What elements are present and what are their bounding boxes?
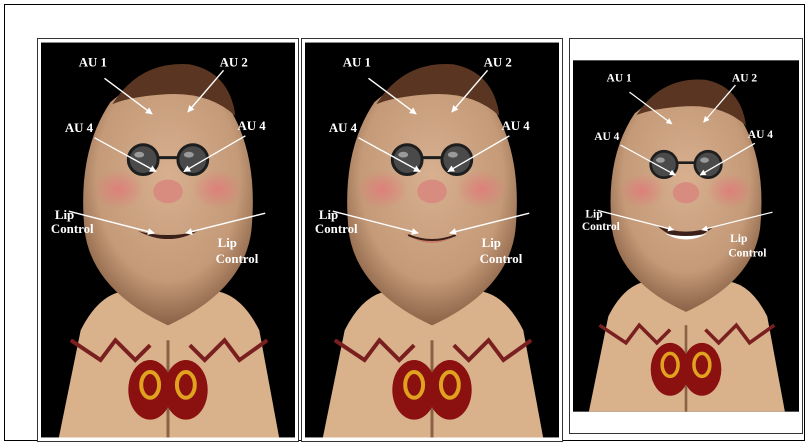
cheek-left	[93, 170, 145, 210]
glasses-glare-right	[700, 157, 709, 162]
label-au4-right: AU 4	[748, 129, 773, 141]
label-au4-right: AU 4	[237, 119, 266, 133]
label-au2: AU 2	[484, 55, 512, 69]
label-au1: AU 1	[343, 55, 371, 69]
label-lip-right: Lip	[482, 236, 501, 250]
cheek-right	[192, 170, 244, 210]
label-au4-left: AU 4	[329, 121, 358, 135]
label-au4-right: AU 4	[501, 119, 530, 133]
label-lip-left: Lip	[585, 208, 602, 220]
face-render-3: AU 1AU 2AU 4AU 4LipControlLipControl	[573, 42, 799, 430]
label-control-left: Control	[582, 221, 620, 233]
label-lip-right: Lip	[730, 233, 747, 245]
cheek-right	[707, 173, 753, 208]
label-au1: AU 1	[79, 55, 107, 69]
nose	[673, 182, 699, 203]
glasses-glare-left	[134, 152, 144, 158]
label-au4-left: AU 4	[594, 131, 619, 143]
label-control-right: Control	[480, 252, 523, 266]
cheek-left	[619, 173, 665, 208]
emblem-right	[682, 343, 721, 396]
face-panel-3: AU 1AU 2AU 4AU 4LipControlLipControl	[569, 38, 803, 434]
label-control-right: Control	[728, 247, 766, 259]
glasses-glare-right	[184, 152, 194, 158]
face-panel-2: AU 1AU 2AU 4AU 4LipControlLipControl	[301, 38, 563, 442]
label-au4-left: AU 4	[65, 121, 94, 135]
label-control-left: Control	[51, 222, 94, 236]
cheek-right	[456, 170, 508, 210]
glasses-glare-left	[656, 157, 665, 162]
glasses-glare-right	[448, 152, 458, 158]
label-lip-left: Lip	[319, 208, 338, 222]
label-au2: AU 2	[732, 73, 757, 85]
emblem-right	[428, 360, 472, 420]
label-lip-left: Lip	[55, 208, 74, 222]
label-control-right: Control	[216, 252, 259, 266]
face-render-1: AU 1AU 2AU 4AU 4LipControlLipControl	[41, 42, 295, 438]
emblem-right	[164, 360, 208, 420]
glasses-glare-left	[398, 152, 408, 158]
label-au2: AU 2	[220, 55, 248, 69]
face-panel-1: AU 1AU 2AU 4AU 4LipControlLipControl	[37, 38, 299, 442]
label-au1: AU 1	[607, 73, 632, 85]
figure-frame: AU 1AU 2AU 4AU 4LipControlLipControl AU …	[4, 4, 805, 441]
nose	[153, 179, 183, 203]
face-render-2: AU 1AU 2AU 4AU 4LipControlLipControl	[305, 42, 559, 438]
cheek-left	[357, 170, 409, 210]
nose	[417, 179, 447, 203]
label-lip-right: Lip	[218, 236, 237, 250]
label-control-left: Control	[315, 222, 358, 236]
